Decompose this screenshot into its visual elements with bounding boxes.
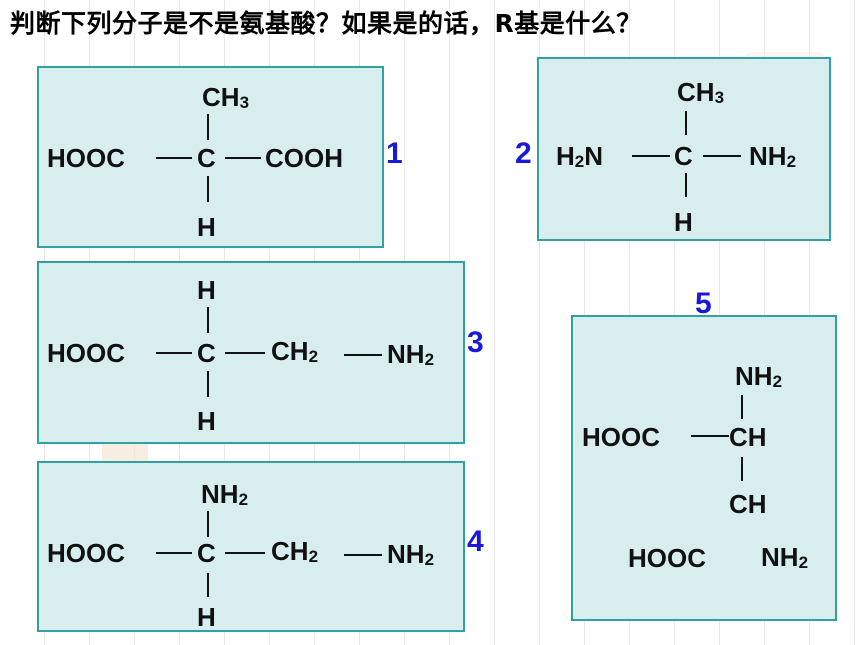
- bond-line: [691, 435, 729, 437]
- molecule-number-2: 2: [515, 137, 532, 170]
- bond-line: [632, 155, 670, 157]
- bond-line: [225, 552, 265, 554]
- bond-line: [703, 155, 741, 157]
- molecule-box-4: NH2 HOOC C CH2 NH2 H: [37, 461, 465, 632]
- ch-group: CH: [729, 422, 767, 452]
- central-carbon: C: [674, 141, 693, 171]
- bond-line: [207, 176, 209, 202]
- molecule-number-5: 5: [695, 287, 712, 320]
- molecule-number-4: 4: [467, 525, 484, 558]
- bond-line: [156, 352, 192, 354]
- bond-line: [207, 573, 209, 597]
- bond-line: [156, 552, 192, 554]
- bond-line: [344, 554, 382, 556]
- ch-group: CH: [729, 489, 767, 519]
- h-atom: H: [197, 275, 216, 305]
- nh2-group: NH2: [387, 339, 435, 369]
- h-atom: H: [197, 212, 216, 242]
- bond-line: [207, 371, 209, 397]
- nh2-group: NH2: [735, 361, 783, 391]
- molecule-box-1: CH3 HOOC C COOH H: [37, 66, 384, 248]
- h-atom: H: [674, 207, 693, 237]
- ch3-group: CH3: [202, 82, 250, 112]
- hooc-group: HOOC: [582, 422, 660, 452]
- h-atom: H: [197, 602, 216, 632]
- central-carbon: C: [197, 338, 216, 368]
- hooc-group: HOOC: [47, 143, 125, 173]
- h-atom: H: [197, 406, 216, 436]
- bond-line: [156, 157, 192, 159]
- nh2-group: NH2: [749, 141, 797, 171]
- molecule-number-1: 1: [386, 137, 403, 170]
- question-title: 判断下列分子是不是氨基酸？如果是的话，R基是什么？: [10, 9, 642, 38]
- ch3-group: CH3: [677, 77, 725, 107]
- hooc-group: HOOC: [47, 338, 125, 368]
- nh2-group: NH2: [387, 539, 435, 569]
- molecule-box-3: H HOOC C CH2 NH2 H: [37, 261, 465, 444]
- hooc-group: HOOC: [628, 543, 706, 573]
- bond-line: [225, 157, 261, 159]
- bond-line: [207, 511, 209, 537]
- hooc-group: HOOC: [47, 538, 125, 568]
- bond-line: [207, 114, 209, 140]
- h2n-group: H2N: [556, 141, 604, 171]
- molecule-box-5: NH2 HOOC CH CH HOOC NH2: [571, 315, 837, 621]
- ch2-group: CH2: [271, 536, 319, 566]
- cooh-group: COOH: [265, 143, 343, 173]
- bond-line: [741, 395, 743, 419]
- central-carbon: C: [197, 538, 216, 568]
- bond-line: [741, 457, 743, 481]
- ch2-group: CH2: [271, 336, 319, 366]
- molecule-box-2: CH3 H2N C NH2 H: [537, 57, 831, 241]
- molecule-number-3: 3: [467, 326, 484, 359]
- bond-line: [344, 354, 382, 356]
- nh2-group: NH2: [761, 542, 809, 572]
- nh2-group: NH2: [201, 479, 249, 509]
- bond-line: [685, 173, 687, 197]
- central-carbon: C: [197, 143, 216, 173]
- bond-line: [685, 111, 687, 135]
- bond-line: [207, 307, 209, 333]
- bond-line: [225, 352, 265, 354]
